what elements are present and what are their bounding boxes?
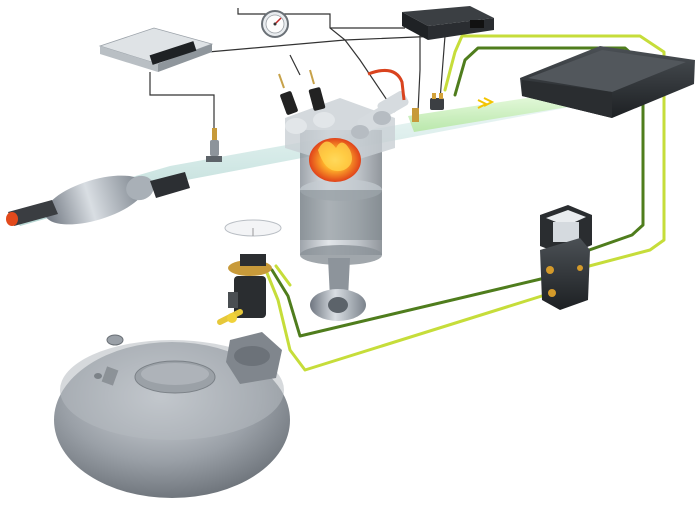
wire-gauge [237,8,346,41]
gauge [261,10,289,38]
signal-wires [149,8,446,140]
catalytic-converter [44,172,190,225]
reducer-vaporizer [540,205,592,310]
wire-lambda [149,72,215,140]
wire-to-injectors-2 [417,35,421,113]
lpg-ecu [402,6,494,40]
intake-valves [351,91,409,139]
lpg-tank [54,332,290,498]
tail-pipe [6,200,58,226]
engine-cylinder [278,68,444,321]
flow-arrow-2 [483,97,495,107]
multivalve [217,254,272,325]
red-hose [367,68,406,101]
wire-to-coils [289,54,301,76]
filler-plate [224,219,282,237]
tank-label [94,366,119,386]
air-filter [520,46,695,118]
wire-to-injectors-1 [344,39,396,113]
spark-coils [278,69,335,134]
lpg-line-yellow-2 [274,264,292,287]
engine-ecu [98,27,214,72]
lpg-lines [263,34,666,372]
lpg-line-yellow-1 [263,34,666,372]
lambda-sensor [206,128,222,162]
injector-rail [412,93,444,122]
intake-arrows [477,97,495,109]
wire-ecu-left [207,35,441,53]
wire-to-injectors-3 [439,35,446,101]
lpg-line-green-1 [270,46,645,338]
connecting-rod [310,258,366,321]
